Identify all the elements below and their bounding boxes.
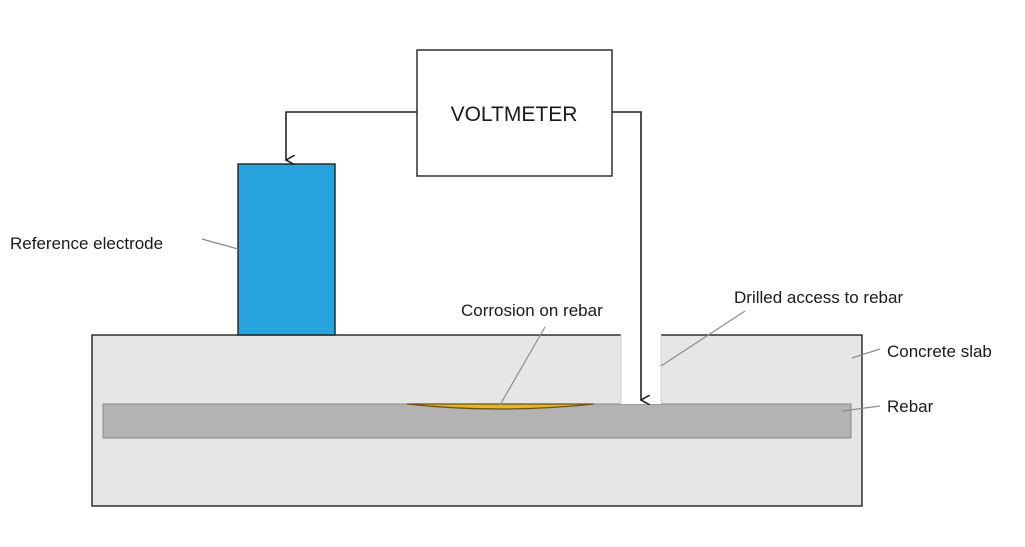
corrosion-leader: [499, 326, 546, 406]
reference-electrode-leader: [201, 238, 239, 250]
corrosion-label: Corrosion on rebar: [461, 301, 603, 320]
rebar-leader: [841, 405, 881, 412]
voltmeter-box: [416, 49, 613, 177]
concrete-slab-label: Concrete slab: [887, 342, 992, 361]
concrete-slab-leader: [851, 348, 881, 359]
voltmeter-label: VOLTMETER: [451, 103, 578, 126]
drilled-access-leader: [660, 310, 746, 367]
wire-to-electrode: [286, 111, 417, 160]
reference-electrode-label: Reference electrode: [10, 234, 163, 253]
reference-electrode: [237, 163, 336, 336]
corrosion-patch: [406, 403, 595, 410]
wire-to-rebar: [612, 111, 641, 400]
rebar-label: Rebar: [887, 397, 934, 416]
rebar: [102, 403, 852, 439]
drilled-access-label: Drilled access to rebar: [734, 288, 903, 307]
